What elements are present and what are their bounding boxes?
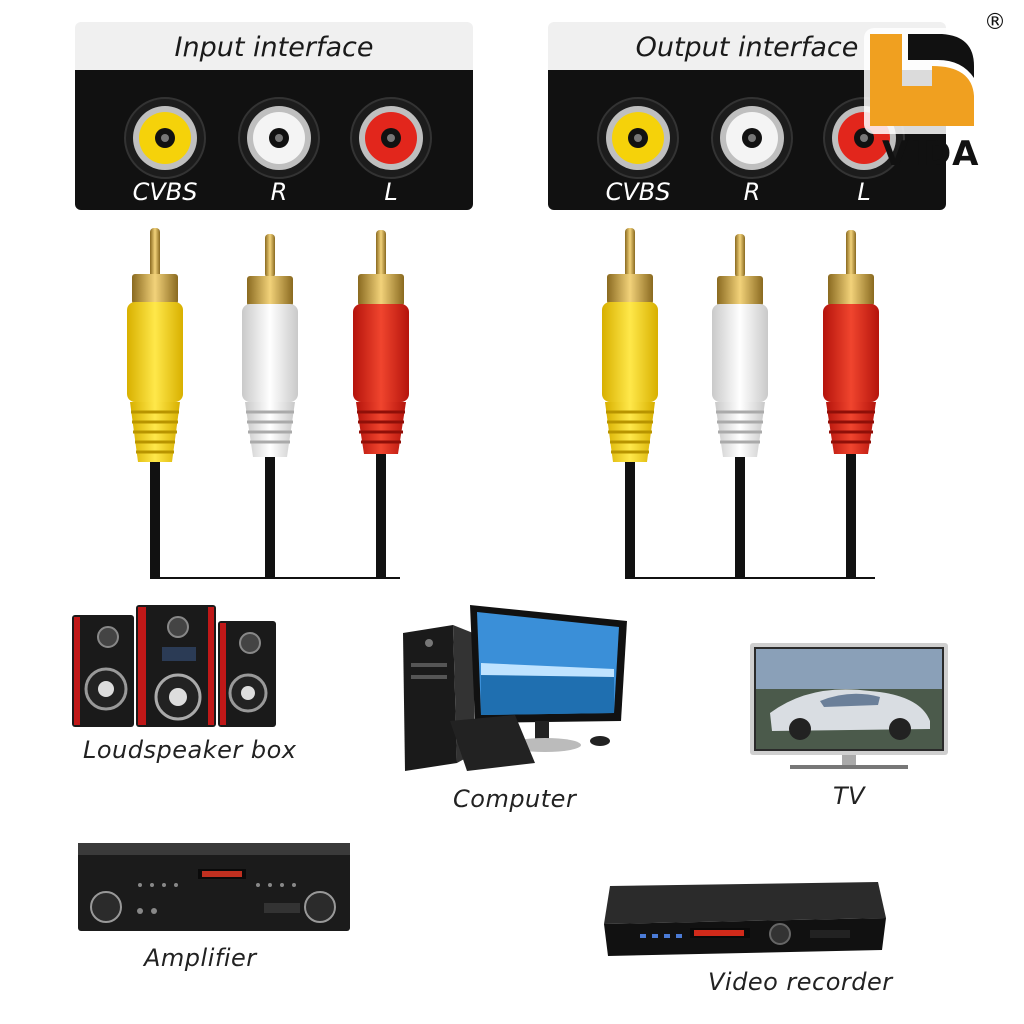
input-interface-title: Input interface	[75, 22, 473, 70]
input-cvbs-jack	[124, 97, 206, 179]
input-r-label: R	[270, 178, 288, 206]
red-rca-plug	[353, 230, 409, 577]
output-cvbs-label: CVBS	[605, 178, 671, 206]
computer-label: Computer	[453, 785, 577, 813]
yellow-rca-plug	[127, 228, 183, 577]
amplifier-icon	[78, 843, 350, 931]
input-l-jack	[350, 97, 432, 179]
white-rca-plug	[242, 234, 298, 577]
white-rca-plug	[712, 234, 768, 577]
tv-icon	[750, 643, 948, 769]
output-r-jack	[711, 97, 793, 179]
input-interface-panel: CVBS R L	[75, 70, 473, 210]
amplifier-label: Amplifier	[144, 944, 257, 972]
rca-cable-left	[127, 228, 409, 579]
vida-logo	[864, 28, 980, 134]
output-cvbs-jack	[597, 97, 679, 179]
input-r-jack	[238, 97, 320, 179]
speaker-system-icon	[72, 605, 276, 727]
yellow-rca-plug	[602, 228, 658, 577]
red-rca-plug	[823, 230, 879, 577]
registered-mark: ®	[984, 10, 1006, 35]
logo-text: VIDA	[882, 134, 980, 174]
desktop-computer-icon	[403, 605, 627, 771]
rca-cable-right	[602, 228, 879, 579]
output-r-label: R	[743, 178, 761, 206]
input-jacks	[124, 97, 432, 179]
video-recorder-icon	[604, 882, 886, 956]
tv-label: TV	[833, 782, 866, 810]
output-l-label: L	[857, 178, 871, 206]
input-l-label: L	[384, 178, 398, 206]
loudspeaker-box-label: Loudspeaker box	[83, 736, 297, 764]
input-cvbs-label: CVBS	[132, 178, 198, 206]
video-recorder-label: Video recorder	[708, 968, 893, 996]
